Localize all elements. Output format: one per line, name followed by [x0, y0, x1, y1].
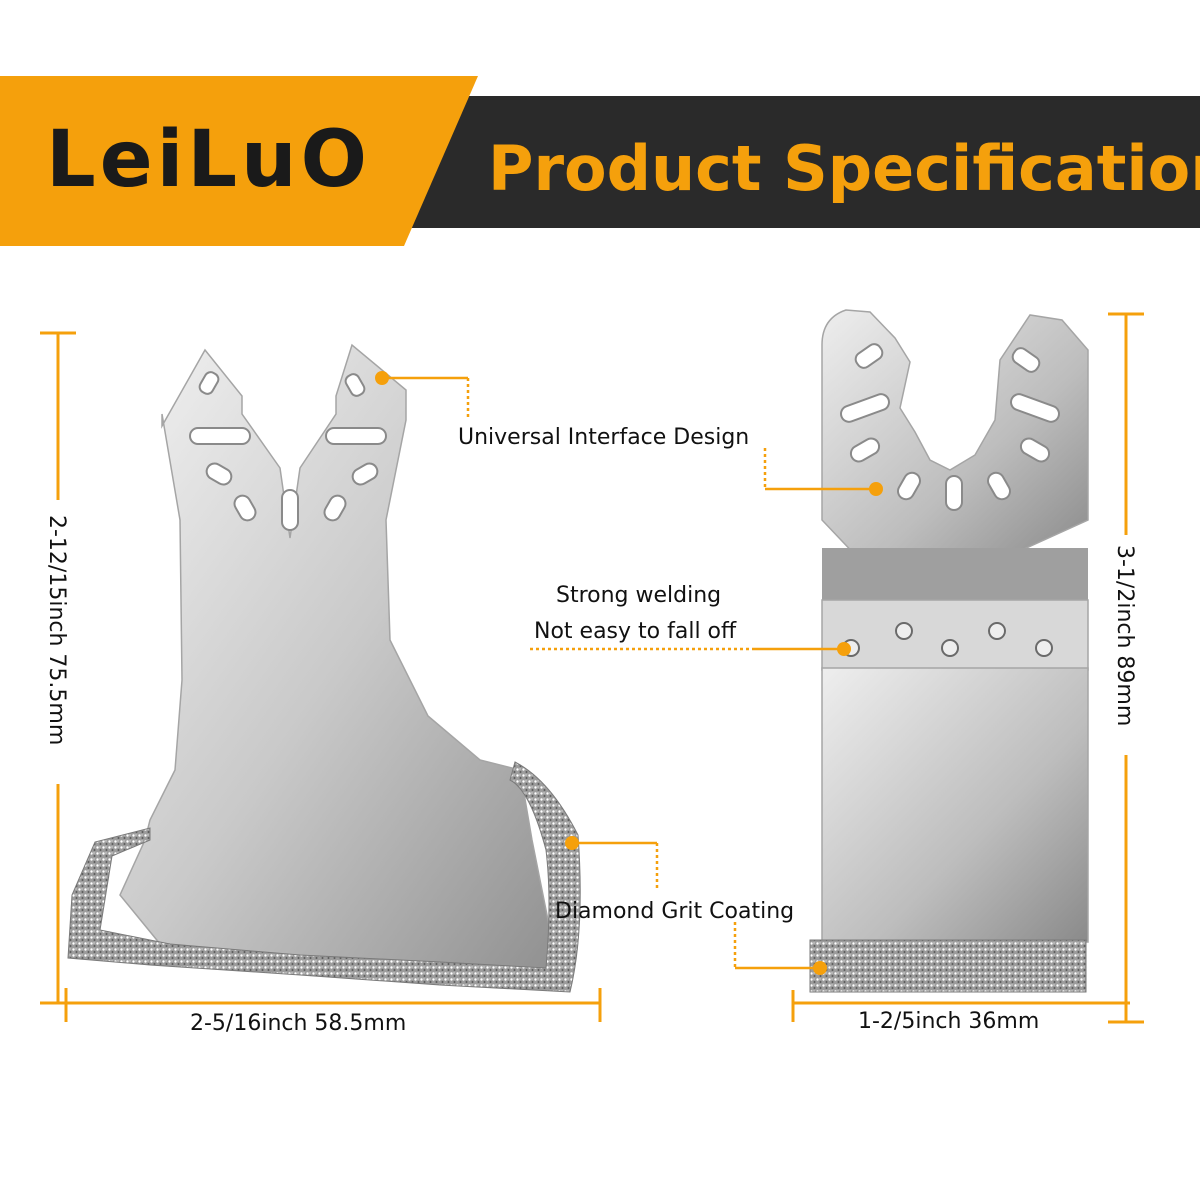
right-blade	[809, 309, 1089, 993]
left-blade-grit-edge	[67, 761, 581, 993]
right-width-dimension	[791, 990, 1130, 1022]
right-blade-body	[821, 667, 1089, 943]
banner-dark-band	[380, 96, 1200, 228]
callout-interface-leaders	[382, 376, 876, 491]
callout-grit-dot-left	[565, 836, 579, 850]
callout-interface-dot-left	[375, 371, 389, 385]
right-blade-grit-tip	[809, 939, 1087, 993]
left-width-label: 2-5/16inch 58.5mm	[190, 1011, 406, 1036]
callout-interface-dot-right	[869, 482, 883, 496]
callout-grit-leaders	[572, 841, 820, 970]
left-width-dimension	[64, 988, 602, 1022]
left-height-label: 2-12/15inch 75.5mm	[44, 515, 69, 745]
callout-grit-dot-right	[813, 961, 827, 975]
right-height-label: 3-1/2inch 89mm	[1112, 545, 1137, 726]
callout-interface-label: Universal Interface Design	[458, 425, 749, 450]
right-width-label: 1-2/5inch 36mm	[858, 1009, 1039, 1034]
right-height-dimension	[1108, 312, 1144, 1024]
page-title: Product Specification	[488, 132, 1200, 205]
right-blade-shank	[821, 599, 1089, 671]
brand-logo: LeiLuO	[46, 115, 371, 205]
right-blade-hub	[821, 309, 1089, 561]
callout-welding-dot	[837, 642, 851, 656]
header-banner: LeiLuO Product Specification	[0, 76, 1200, 246]
callout-grit-label: Diamond Grit Coating	[555, 899, 794, 924]
left-blade	[67, 343, 581, 993]
left-blade-hub-cutouts	[189, 371, 387, 531]
callout-welding-line1: Strong welding	[556, 583, 721, 608]
right-blade-hub-cutouts	[840, 343, 1060, 511]
callout-welding-line2: Not easy to fall off	[534, 619, 737, 644]
banner-orange-band	[0, 76, 478, 246]
right-blade-neck-shadow	[822, 548, 1088, 608]
